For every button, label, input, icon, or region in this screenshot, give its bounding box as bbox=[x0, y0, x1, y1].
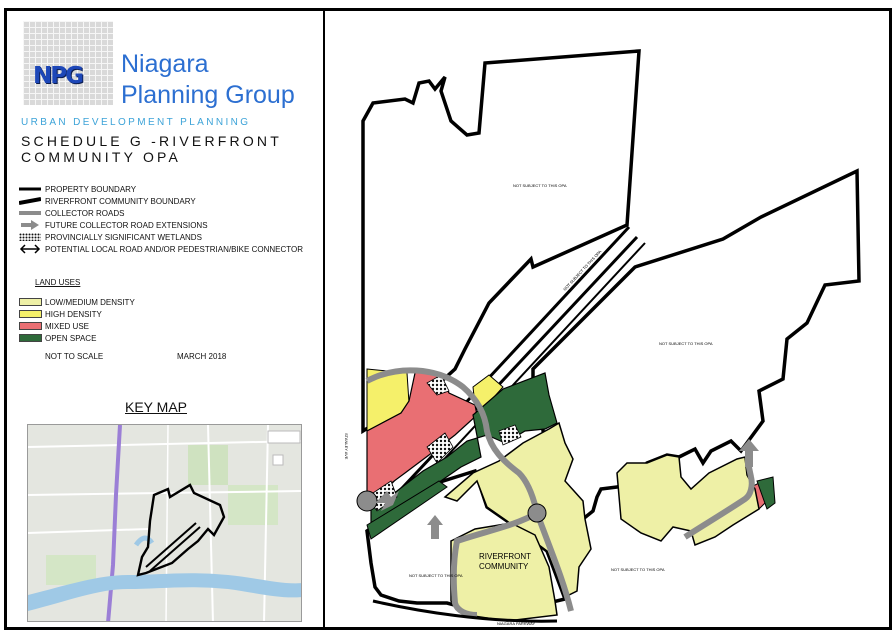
map-frame: NPG Niagara Planning Group URBAN DEVELOP… bbox=[4, 8, 892, 630]
land-use-swatch bbox=[19, 322, 42, 330]
not-subject-label: NOT SUBJECT TO THIS OPA bbox=[513, 183, 567, 188]
land-use-row: OPEN SPACE bbox=[19, 332, 135, 344]
legend-panel: NPG Niagara Planning Group URBAN DEVELOP… bbox=[7, 11, 325, 627]
logo-letters: NPG bbox=[33, 63, 84, 89]
site-map-graphic: NOT SUBJECT TO THIS OPA NOT SUBJECT TO T… bbox=[344, 49, 861, 626]
not-subject-label: NOT SUBJECT TO THIS OPA bbox=[611, 567, 665, 572]
road-label-left: STANLEY AVE bbox=[344, 433, 349, 460]
legend-label: RIVERFRONT COMMUNITY BOUNDARY bbox=[45, 196, 196, 206]
land-uses-legend: LOW/MEDIUM DENSITY HIGH DENSITY MIXED US… bbox=[19, 296, 135, 344]
land-use-label: OPEN SPACE bbox=[45, 333, 97, 343]
schedule-title: SCHEDULE G -RIVERFRONT COMMUNITY OPA bbox=[21, 133, 321, 165]
riverfront-label-line-2: COMMUNITY bbox=[479, 562, 529, 571]
land-use-swatch bbox=[19, 334, 42, 342]
land-use-swatch bbox=[19, 310, 42, 318]
legend-row: PROVINCIALLY SIGNIFICANT WETLANDS bbox=[19, 231, 323, 243]
land-use-row: MIXED USE bbox=[19, 320, 135, 332]
land-use-label: LOW/MEDIUM DENSITY bbox=[45, 297, 135, 307]
land-use-row: HIGH DENSITY bbox=[19, 308, 135, 320]
land-use-label: MIXED USE bbox=[45, 321, 90, 331]
schedule-title-line-2: COMMUNITY OPA bbox=[21, 149, 182, 165]
map-date: MARCH 2018 bbox=[177, 352, 227, 361]
not-subject-label: NOT SUBJECT TO THIS OPA bbox=[659, 341, 713, 346]
legend-label: FUTURE COLLECTOR ROAD EXTENSIONS bbox=[45, 220, 208, 230]
brand-line-2: Planning Group bbox=[121, 81, 295, 109]
legend-label: PROVINCIALLY SIGNIFICANT WETLANDS bbox=[45, 232, 202, 242]
land-use-swatch bbox=[19, 298, 42, 306]
brand-line-1: Niagara bbox=[121, 50, 209, 78]
schedule-title-line-1: SCHEDULE G -RIVERFRONT bbox=[21, 133, 282, 149]
legend-row: RIVERFRONT COMMUNITY BOUNDARY bbox=[19, 195, 323, 207]
not-subject-label: NOT SUBJECT TO THIS OPA bbox=[562, 249, 602, 292]
legend-label: COLLECTOR ROADS bbox=[45, 208, 125, 218]
key-map[interactable] bbox=[27, 424, 302, 622]
tagline: URBAN DEVELOPMENT PLANNING bbox=[21, 117, 251, 128]
riverfront-label-line-1: RIVERFRONT bbox=[479, 552, 531, 561]
community-boundary-icon bbox=[19, 195, 41, 207]
key-map-title: KEY MAP bbox=[125, 399, 187, 415]
wetland-hatch-icon bbox=[19, 231, 41, 243]
not-subject-label: NOT SUBJECT TO THIS OPA bbox=[409, 573, 463, 578]
land-uses-heading: LAND USES bbox=[35, 278, 81, 287]
property-boundary-icon bbox=[19, 183, 41, 195]
double-arrow-icon bbox=[19, 243, 41, 255]
legend-row: PROPERTY BOUNDARY bbox=[19, 183, 323, 195]
legend-label: POTENTIAL LOCAL ROAD AND/OR PEDESTRIAN/B… bbox=[45, 244, 303, 254]
collector-road-icon bbox=[19, 207, 41, 219]
scale-note: NOT TO SCALE bbox=[45, 352, 104, 361]
brand-name: Niagara Planning Group bbox=[121, 49, 295, 111]
legend-row: FUTURE COLLECTOR ROAD EXTENSIONS bbox=[19, 219, 323, 231]
legend-row: POTENTIAL LOCAL ROAD AND/OR PEDESTRIAN/B… bbox=[19, 243, 323, 255]
road-label-bottom: NIAGARA PARKWAY bbox=[497, 621, 535, 626]
land-use-row: LOW/MEDIUM DENSITY bbox=[19, 296, 135, 308]
future-road-arrow-icon bbox=[19, 219, 41, 231]
site-map[interactable]: NOT SUBJECT TO THIS OPA NOT SUBJECT TO T… bbox=[327, 11, 889, 627]
legend: PROPERTY BOUNDARY RIVERFRONT COMMUNITY B… bbox=[19, 183, 323, 255]
land-use-label: HIGH DENSITY bbox=[45, 309, 102, 319]
logo-grid bbox=[23, 21, 113, 105]
key-map-graphic bbox=[28, 425, 301, 621]
legend-row: COLLECTOR ROADS bbox=[19, 207, 323, 219]
legend-label: PROPERTY BOUNDARY bbox=[45, 184, 137, 194]
